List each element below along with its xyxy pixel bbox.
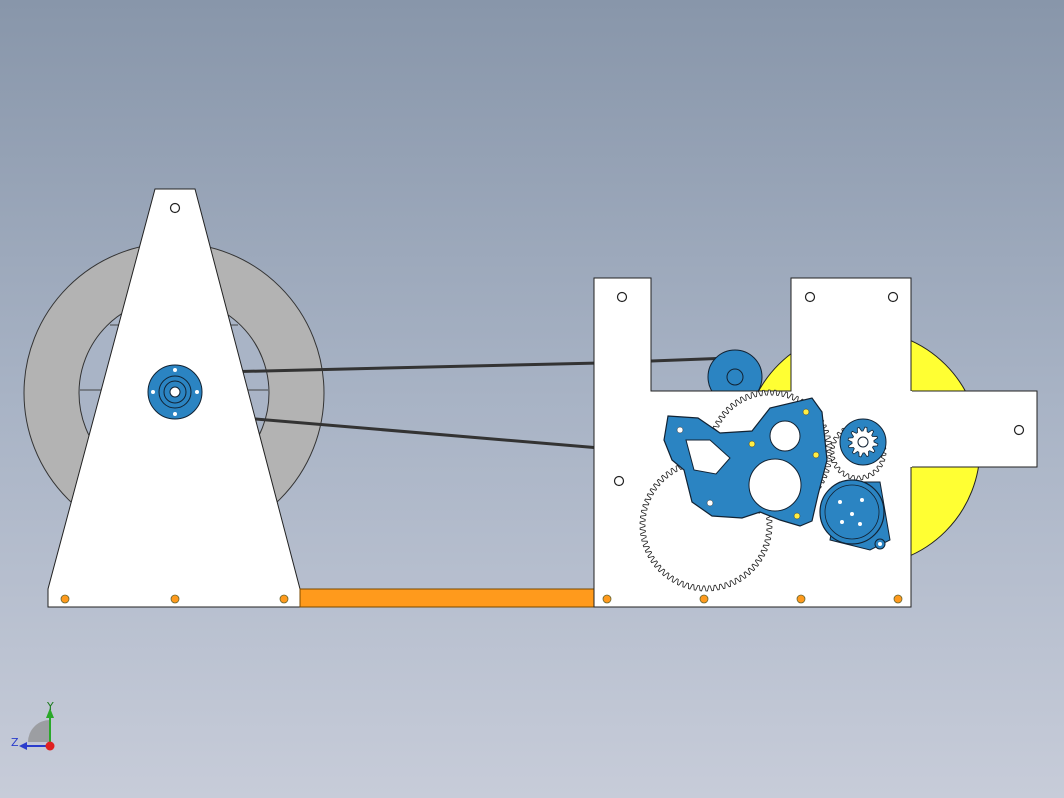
bolt-hole	[60, 594, 70, 604]
triad-z-label: Z	[11, 736, 19, 749]
triad-y-label: Y	[46, 700, 54, 713]
hub-bearing[interactable]	[147, 364, 203, 420]
bolt-hole	[279, 594, 289, 604]
base-rail[interactable]	[299, 588, 597, 608]
arm-bar[interactable]	[910, 390, 1038, 468]
axis-triad-icon: Y Z	[11, 700, 55, 751]
motor[interactable]	[819, 479, 891, 551]
blue-bracket[interactable]	[663, 397, 828, 527]
mount-hole	[169, 202, 181, 214]
pinion[interactable]	[839, 418, 887, 466]
bolt-hole	[170, 594, 180, 604]
